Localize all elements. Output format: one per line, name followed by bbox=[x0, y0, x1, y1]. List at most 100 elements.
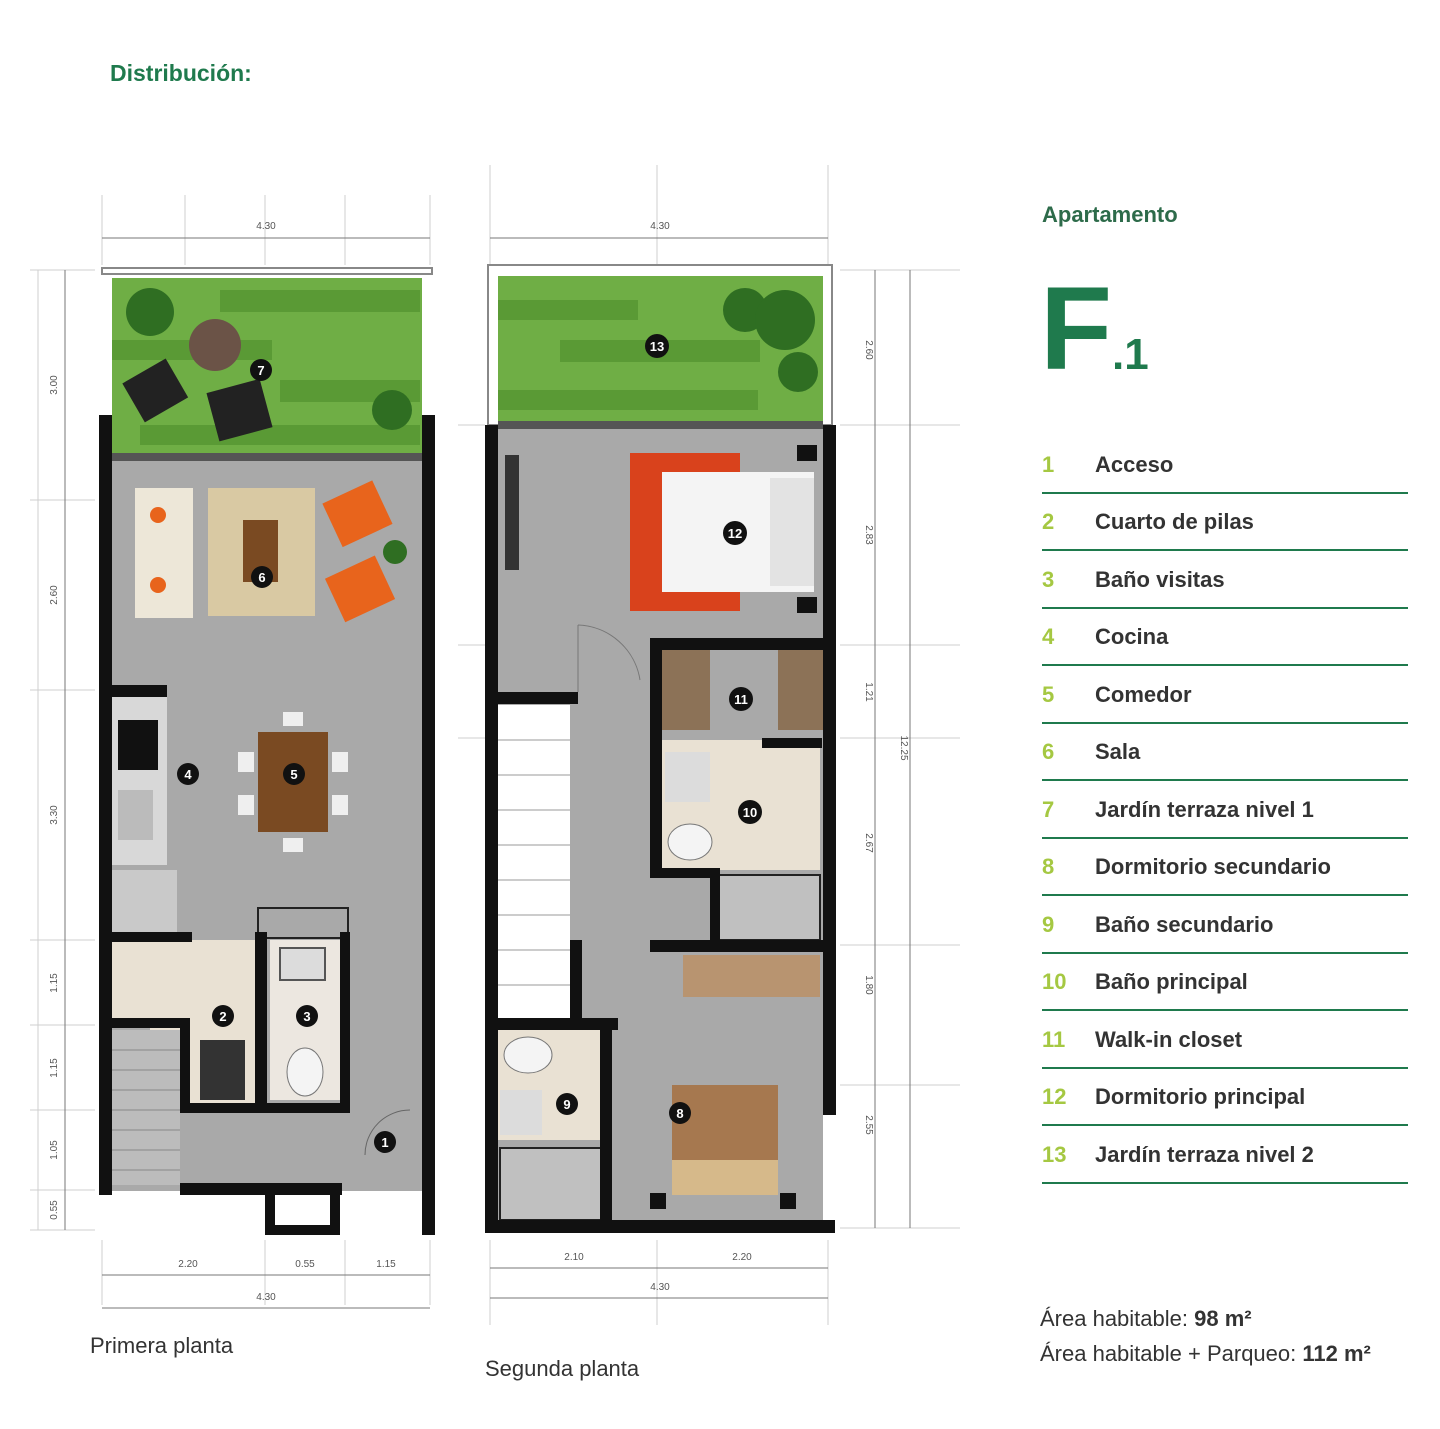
legend-label: Cuarto de pilas bbox=[1095, 509, 1254, 535]
legend-item: 6 Sala bbox=[1042, 724, 1408, 781]
legend-label: Walk-in closet bbox=[1095, 1026, 1243, 1052]
marker-8: 8 bbox=[669, 1102, 691, 1124]
dim-top-2: 4.30 bbox=[650, 221, 670, 232]
page-heading: Distribución: bbox=[110, 60, 252, 86]
dim-right-1: 2.60 bbox=[863, 340, 874, 360]
svg-text:9: 9 bbox=[563, 1097, 570, 1112]
legend-item: 12 Dormitorio principal bbox=[1042, 1069, 1408, 1126]
svg-text:2: 2 bbox=[219, 1009, 226, 1024]
legend-number: 3 bbox=[1042, 566, 1055, 592]
marker-4: 4 bbox=[177, 763, 199, 785]
dim-left-3: 3.30 bbox=[49, 805, 60, 825]
legend-item: 10 Baño principal bbox=[1042, 954, 1408, 1011]
dim-left-4: 1.15 bbox=[49, 973, 60, 993]
dim-bottom-total: 4.30 bbox=[256, 1292, 276, 1303]
legend-label: Dormitorio principal bbox=[1095, 1084, 1306, 1110]
legend-number: 9 bbox=[1042, 911, 1055, 937]
dim-right-3: 1.21 bbox=[863, 682, 874, 702]
legend-label: Jardín terraza nivel 1 bbox=[1095, 796, 1314, 822]
svg-text:1: 1 bbox=[381, 1135, 388, 1150]
dim-right-2: 2.83 bbox=[863, 525, 874, 545]
habitable-area-label: Área habitable: bbox=[1040, 1306, 1188, 1331]
habitable-area-value: 98 m² bbox=[1194, 1306, 1252, 1331]
apartment-code: F bbox=[1040, 263, 1113, 395]
legend-item: 13 Jardín terraza nivel 2 bbox=[1042, 1126, 1408, 1184]
dim-bottom-2-1: 2.10 bbox=[564, 1252, 584, 1263]
caption-first-floor: Primera planta bbox=[90, 1333, 234, 1358]
svg-text:13: 13 bbox=[650, 339, 664, 354]
svg-text:10: 10 bbox=[743, 805, 757, 820]
legend-label: Baño visitas bbox=[1095, 566, 1225, 592]
floor-plans: 4.30 2.20 0.55 1.15 4.30 3.00 2.60 3.30 … bbox=[30, 165, 960, 1325]
legend-number: 1 bbox=[1042, 451, 1055, 477]
marker-10: 10 bbox=[738, 800, 762, 824]
legend-item: 11 Walk-in closet bbox=[1042, 1011, 1408, 1069]
svg-text:7: 7 bbox=[257, 363, 264, 378]
legend-item: 8 Dormitorio secundario bbox=[1042, 839, 1408, 896]
habitable-area: Área habitable: 98 m² bbox=[1040, 1306, 1252, 1332]
legend-label: Baño secundario bbox=[1095, 911, 1274, 937]
legend-number: 7 bbox=[1042, 796, 1055, 822]
marker-1: 1 bbox=[374, 1131, 396, 1153]
dim-left-5: 1.15 bbox=[49, 1058, 60, 1078]
legend-number: 4 bbox=[1042, 624, 1055, 650]
legend-label: Comedor bbox=[1095, 681, 1192, 707]
svg-text:5: 5 bbox=[290, 767, 297, 782]
dim-bottom-2: 0.55 bbox=[295, 1259, 315, 1270]
legend-label: Cocina bbox=[1095, 624, 1169, 650]
room-legend: 1 Acceso 2 Cuarto de pilas 3 Baño visitas 4… bbox=[1042, 436, 1408, 1184]
apartment-sub: .1 bbox=[1112, 330, 1149, 379]
dim-right-4: 2.67 bbox=[863, 833, 874, 853]
legend-item: 1 Acceso bbox=[1042, 436, 1408, 494]
dim-left-1: 3.00 bbox=[49, 375, 60, 395]
svg-text:4: 4 bbox=[184, 767, 192, 782]
legend-number: 6 bbox=[1042, 739, 1055, 765]
second-floor-plan: 4.30 2.10 2.20 4.30 2.60 2.83 1.21 2.67 … bbox=[458, 165, 960, 1325]
legend-number: 2 bbox=[1042, 509, 1055, 535]
dim-top: 4.30 bbox=[256, 221, 276, 232]
marker-5: 5 bbox=[283, 763, 305, 785]
dim-right-6: 2.55 bbox=[863, 1115, 874, 1135]
marker-11: 11 bbox=[729, 687, 753, 711]
legend-item: 5 Comedor bbox=[1042, 666, 1408, 724]
legend-item: 3 Baño visitas bbox=[1042, 551, 1408, 609]
dim-left-6: 1.05 bbox=[49, 1140, 60, 1160]
legend-label: Jardín terraza nivel 2 bbox=[1095, 1141, 1314, 1167]
legend-item: 2 Cuarto de pilas bbox=[1042, 494, 1408, 551]
legend-item: 4 Cocina bbox=[1042, 609, 1408, 666]
apartment-label: Apartamento bbox=[1042, 202, 1178, 227]
legend-label: Acceso bbox=[1095, 451, 1174, 477]
legend-number: 13 bbox=[1042, 1141, 1067, 1167]
legend-number: 10 bbox=[1042, 969, 1067, 995]
caption-second-floor: Segunda planta bbox=[485, 1356, 640, 1381]
marker-3: 3 bbox=[296, 1005, 318, 1027]
marker-6: 6 bbox=[251, 566, 273, 588]
legend-label: Dormitorio secundario bbox=[1095, 854, 1331, 880]
svg-text:12: 12 bbox=[728, 526, 742, 541]
legend-number: 8 bbox=[1042, 854, 1055, 880]
marker-2: 2 bbox=[212, 1005, 234, 1027]
legend-number: 11 bbox=[1042, 1026, 1066, 1052]
dim-left-2: 2.60 bbox=[49, 585, 60, 605]
dim-left-7: 0.55 bbox=[49, 1200, 60, 1220]
svg-text:11: 11 bbox=[734, 692, 748, 707]
dim-right-5: 1.80 bbox=[863, 975, 874, 995]
marker-7: 7 bbox=[250, 359, 272, 381]
legend-number: 5 bbox=[1042, 681, 1055, 707]
legend-item: 9 Baño secundario bbox=[1042, 896, 1408, 954]
marker-9: 9 bbox=[556, 1093, 578, 1115]
marker-12: 12 bbox=[723, 521, 747, 545]
habitable-parking-label: Área habitable + Parqueo: bbox=[1040, 1341, 1297, 1366]
dim-bottom-3: 1.15 bbox=[376, 1259, 396, 1270]
dim-right-total: 12.25 bbox=[898, 735, 909, 760]
dim-bottom-2-2: 2.20 bbox=[732, 1252, 752, 1263]
legend-number: 12 bbox=[1042, 1084, 1067, 1110]
legend-label: Sala bbox=[1095, 739, 1141, 765]
dim-bottom-2-total: 4.30 bbox=[650, 1282, 670, 1293]
svg-text:8: 8 bbox=[676, 1106, 683, 1121]
svg-text:6: 6 bbox=[258, 570, 265, 585]
legend-label: Baño principal bbox=[1095, 969, 1248, 995]
habitable-parking-value: 112 m² bbox=[1302, 1341, 1371, 1366]
marker-13: 13 bbox=[645, 334, 669, 358]
svg-text:3: 3 bbox=[303, 1009, 310, 1024]
